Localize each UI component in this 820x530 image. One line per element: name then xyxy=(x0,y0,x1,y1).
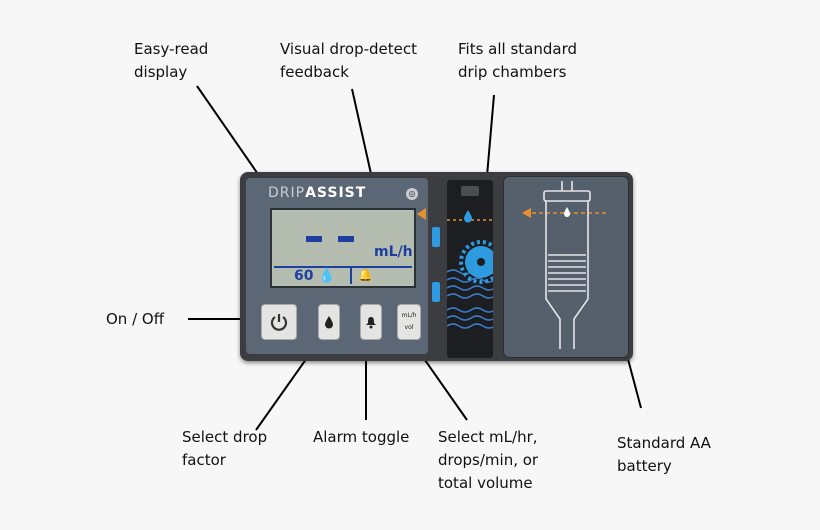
control-panel: DRIPASSIST ◎ mL/h 60 💧 🔔 xyxy=(246,178,428,354)
dripassist-device: DRIPASSIST ◎ mL/h 60 💧 🔔 xyxy=(240,172,633,361)
logo-badge-icon: ◎ xyxy=(406,188,418,200)
lcd-drop-icon: 💧 xyxy=(318,268,336,284)
label-standard-aa-battery: Standard AA battery xyxy=(617,434,711,475)
clip-tab-upper xyxy=(432,227,440,247)
label-select-drop-factor: Select drop factor xyxy=(182,428,268,469)
mode-select-button[interactable]: mL/h vol xyxy=(397,304,421,340)
battery-door xyxy=(503,176,629,358)
lcd-alarm-icon: 🔔 xyxy=(358,268,373,282)
battery-door-graphic xyxy=(522,181,608,349)
lcd-digit-dash xyxy=(306,236,322,242)
power-icon xyxy=(270,314,288,331)
lcd-vertical-divider xyxy=(350,268,352,284)
alarm-bell-icon xyxy=(366,317,376,329)
lcd-display: mL/h 60 💧 🔔 xyxy=(270,208,416,288)
power-button[interactable] xyxy=(261,304,297,340)
label-alarm-toggle: Alarm toggle xyxy=(313,428,410,446)
lcd-unit: mL/h xyxy=(374,244,413,260)
drop-factor-button[interactable] xyxy=(318,304,340,340)
chamber-graphic xyxy=(446,186,503,329)
lcd-drop-factor: 60 💧 xyxy=(294,268,336,284)
brand-logo: DRIPASSIST xyxy=(268,185,367,201)
fan-wheel-icon xyxy=(459,240,503,284)
alarm-toggle-button[interactable] xyxy=(360,304,382,340)
drip-chamber-slot xyxy=(446,180,503,358)
drop-icon xyxy=(325,316,333,329)
label-visual-drop-detect: Visual drop-detect feedback xyxy=(280,40,418,81)
label-select-mode: Select mL/hr, drops/min, or total volume xyxy=(438,428,539,492)
drop-indicator-arrow-icon xyxy=(417,208,426,220)
lcd-digit-dash xyxy=(338,236,354,242)
lcd-divider xyxy=(274,266,412,268)
label-on-off: On / Off xyxy=(106,310,165,328)
label-fits-drip-chambers: Fits all standard drip chambers xyxy=(458,40,577,81)
label-easy-read-display: Easy-read display xyxy=(134,40,209,81)
clip-tab-lower xyxy=(432,282,440,302)
